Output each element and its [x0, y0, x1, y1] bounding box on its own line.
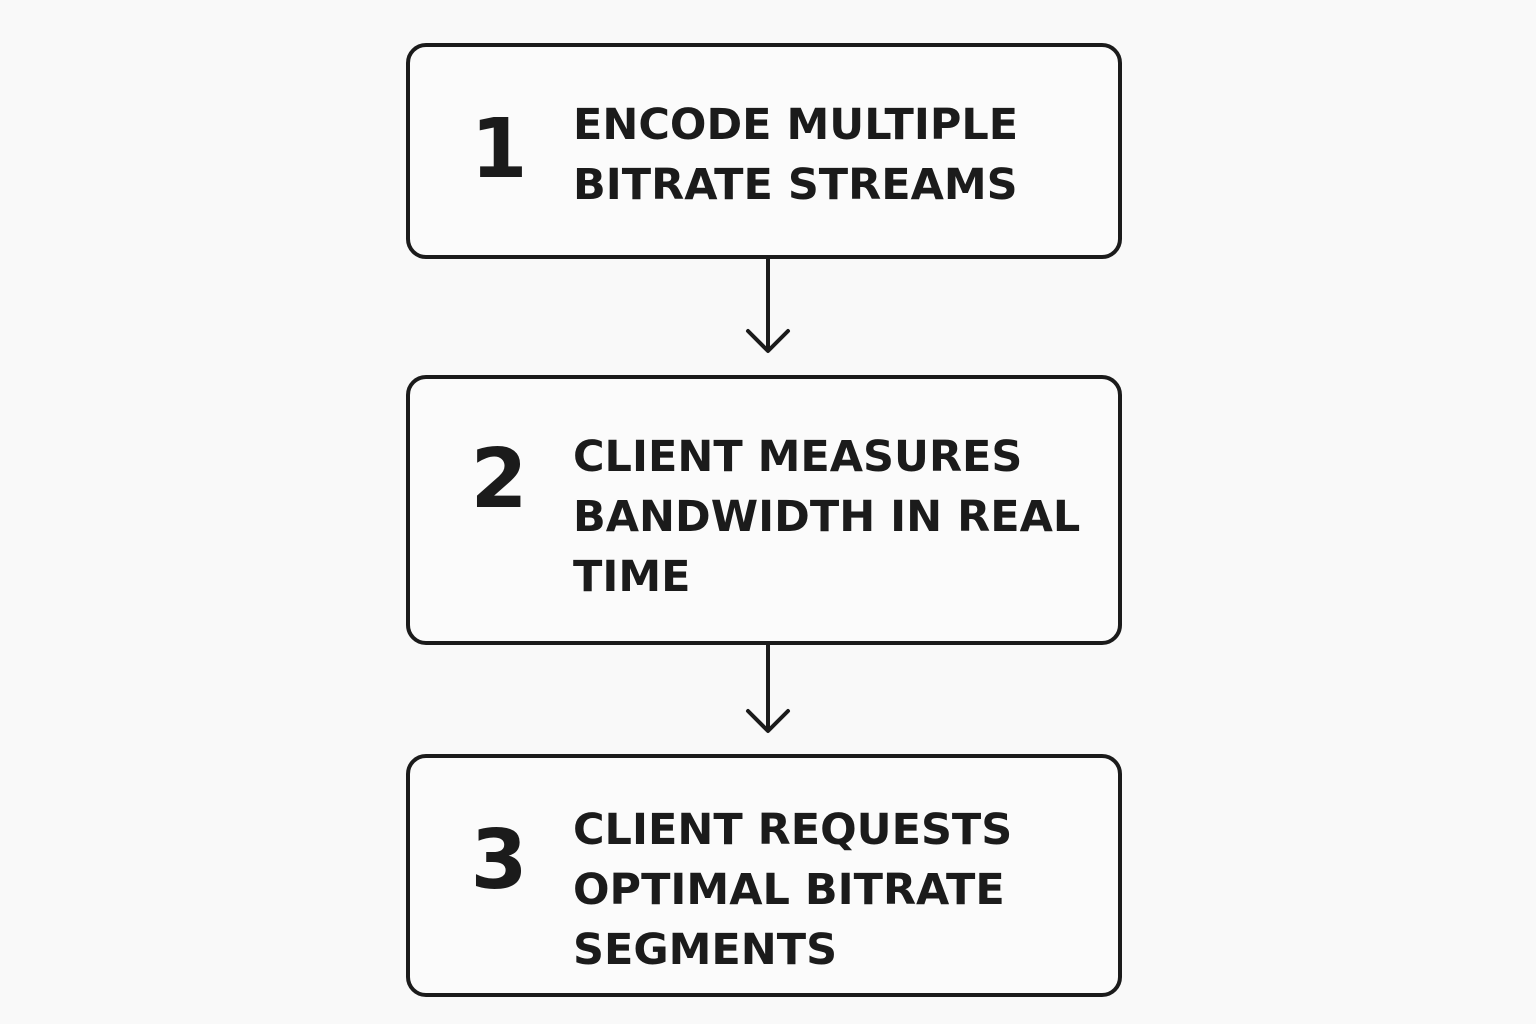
step-3-label-line: CLIENT REQUESTS — [573, 805, 1013, 855]
step-1-box: 1 ENCODE MULTIPLE BITRATE STREAMS — [406, 43, 1122, 259]
step-1-label-line: ENCODE MULTIPLE — [573, 100, 1019, 150]
down-arrow-icon — [746, 645, 790, 733]
step-3-label: CLIENT REQUESTS OPTIMAL BITRATE SEGMENTS — [573, 800, 1113, 980]
step-3-label-line: OPTIMAL BITRATE — [573, 865, 1005, 915]
step-2-number: 2 — [470, 432, 528, 527]
step-2-box: 2 CLIENT MEASURES BANDWIDTH IN REAL TIME — [406, 375, 1122, 645]
step-3-label-line: SEGMENTS — [573, 925, 838, 975]
step-2-label-line: BANDWIDTH IN REAL — [573, 492, 1081, 542]
step-3-box: 3 CLIENT REQUESTS OPTIMAL BITRATE SEGMEN… — [406, 754, 1122, 997]
step-2-label-line: CLIENT MEASURES — [573, 432, 1023, 482]
step-3-number: 3 — [470, 813, 528, 908]
step-1-number: 1 — [470, 102, 528, 197]
step-1-label-line: BITRATE STREAMS — [573, 160, 1018, 210]
down-arrow-icon — [746, 259, 790, 353]
step-1-label: ENCODE MULTIPLE BITRATE STREAMS — [573, 95, 1113, 215]
step-2-label: CLIENT MEASURES BANDWIDTH IN REAL TIME — [573, 427, 1113, 607]
step-2-label-line: TIME — [573, 552, 691, 602]
